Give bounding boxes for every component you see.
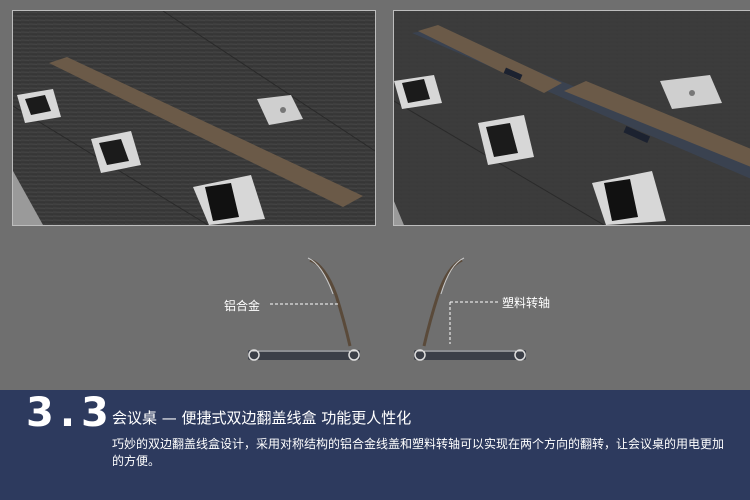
render-closed-cable-box (12, 10, 376, 226)
hinge-diagram (248, 257, 526, 361)
label-plastic-hinge: 塑料转轴 (502, 296, 551, 310)
label-aluminum: 铝合金 (224, 299, 261, 313)
socket-box-6 (592, 171, 666, 225)
left-cable-channel (248, 349, 360, 361)
leader-lines (270, 301, 498, 344)
left-lid-arm (307, 257, 352, 347)
socket-box-3 (193, 175, 265, 225)
section-description: 巧妙的双边翻盖线盒设计，采用对称结构的铝合金线盖和塑料转轴可以实现在两个方向的翻… (112, 437, 725, 468)
socket-box-5 (478, 115, 534, 165)
flip-cover (257, 95, 303, 125)
section-title: 会议桌 — 便捷式双边翻盖线盒 功能更人性化 (112, 409, 412, 427)
socket-box-2 (91, 131, 141, 173)
render-open-cable-box (393, 10, 750, 226)
right-cable-channel (414, 349, 526, 361)
footer-banner: 3.3 会议桌 — 便捷式双边翻盖线盒 功能更人性化 巧妙的双边翻盖线盒设计，采… (0, 390, 750, 500)
right-lid-arm (422, 257, 465, 347)
section-number: 3.3 (26, 390, 115, 436)
socket-box-1 (17, 89, 61, 123)
flip-cover-open (660, 75, 722, 109)
socket-box-4 (394, 75, 442, 109)
